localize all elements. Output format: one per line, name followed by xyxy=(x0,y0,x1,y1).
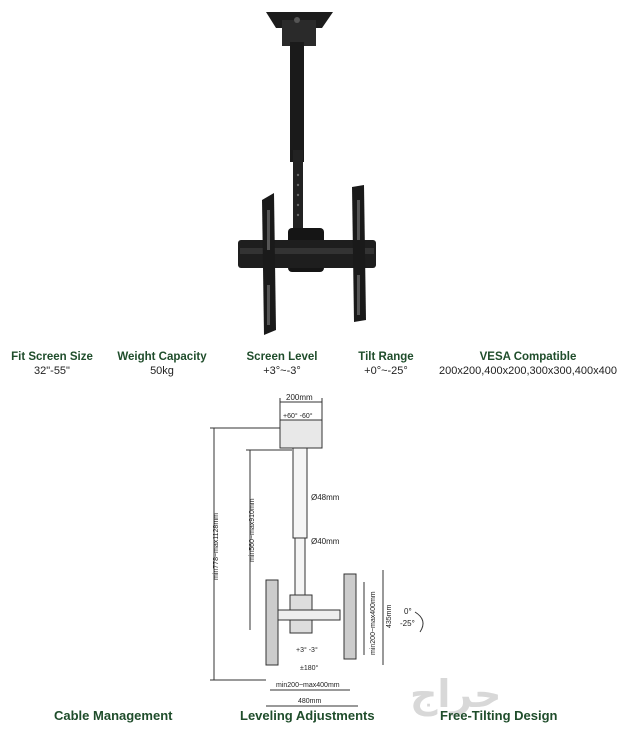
spec-value: +3°~-3° xyxy=(263,365,301,377)
spec-value: 32"-55" xyxy=(34,365,70,377)
product-photo xyxy=(238,12,376,335)
label-rotate: ±180° xyxy=(300,664,319,672)
feature-free-tilting: Free-Tilting Design xyxy=(440,708,558,723)
spec-weight-capacity: Weight Capacity 50kg xyxy=(112,350,212,378)
label-vesa-width: min200~max400mm xyxy=(276,682,340,689)
label-tilt-bottom: -25° xyxy=(400,619,415,628)
label-vesa-height: min200~max400mm xyxy=(370,591,377,655)
dimension-diagram: 200mm +60° -60° Ø48mm Ø40mm min778~max11… xyxy=(210,393,424,707)
watermark-logo: حراج xyxy=(410,672,502,716)
label-total-height: min778~max1128mm xyxy=(213,513,220,580)
spec-tilt-range: Tilt Range +0°~-25° xyxy=(346,350,426,378)
label-level: +3° -3° xyxy=(296,646,318,654)
spec-value: 200x200,400x200,300x300,400x400 xyxy=(439,365,617,377)
label-top-width: 200mm xyxy=(286,393,313,402)
label-arm-height: 435mm xyxy=(386,604,393,628)
spec-title: Tilt Range xyxy=(358,351,414,363)
spec-title: Fit Screen Size xyxy=(11,351,93,363)
spec-title: Screen Level xyxy=(246,351,318,363)
label-outer-pole: Ø48mm xyxy=(311,493,340,502)
label-pole-height: min560~max910mm xyxy=(249,498,256,562)
spec-value: +0°~-25° xyxy=(364,365,408,377)
spec-screen-level: Screen Level +3°~-3° xyxy=(234,350,330,378)
spec-value: 50kg xyxy=(150,365,174,377)
spec-vesa-compatible: VESA Compatible 200x200,400x200,300x300,… xyxy=(436,350,620,378)
spec-title: VESA Compatible xyxy=(479,351,577,363)
label-bottom-width: 480mm xyxy=(298,698,322,705)
label-inner-pole: Ø40mm xyxy=(311,537,340,546)
label-tilt-top: 0° xyxy=(404,607,412,616)
spec-fit-screen-size: Fit Screen Size 32"-55" xyxy=(6,350,98,378)
spec-title: Weight Capacity xyxy=(117,351,207,363)
feature-leveling-adjustments: Leveling Adjustments xyxy=(240,708,375,723)
label-swivel: +60° -60° xyxy=(283,412,313,420)
feature-cable-management: Cable Management xyxy=(54,708,173,723)
